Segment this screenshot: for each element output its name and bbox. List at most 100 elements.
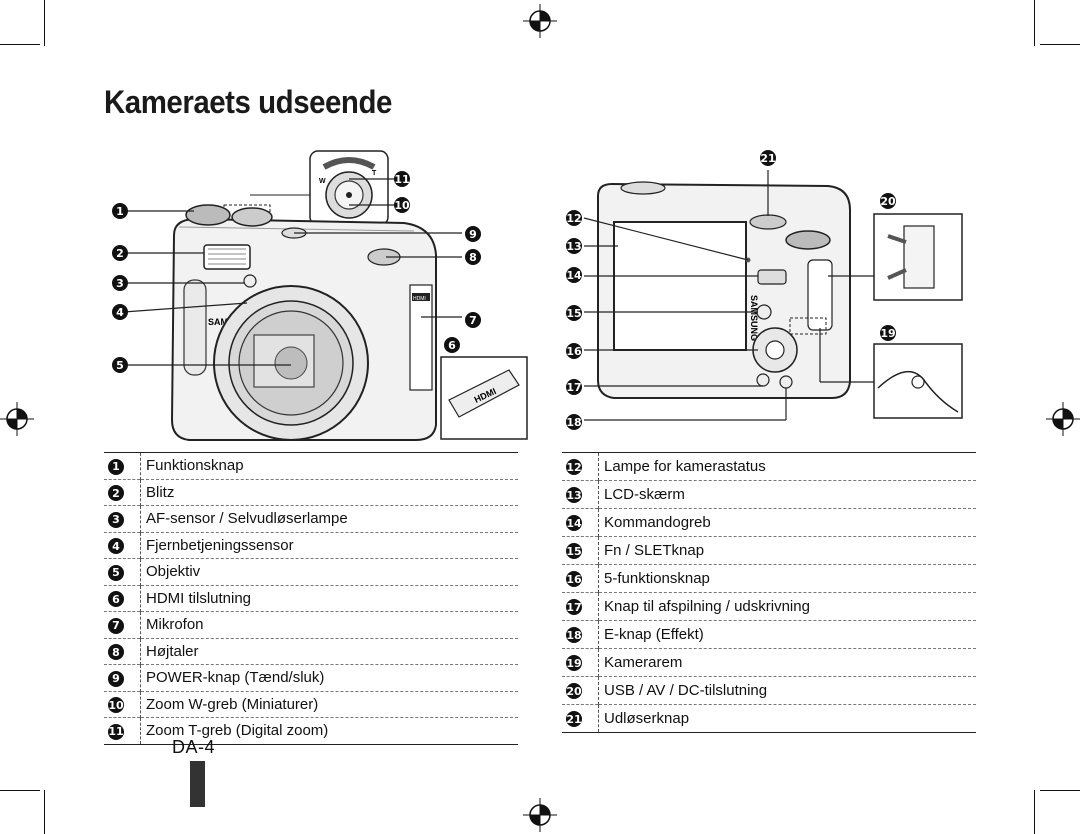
callout-9: 9	[465, 226, 481, 242]
table-row: 3 AF-sensor / Selvudløserlampe	[104, 505, 518, 532]
table-row: 15 Fn / SLETknap	[562, 536, 976, 565]
callout-16: 16	[566, 343, 582, 359]
registration-mark-icon	[1046, 402, 1080, 436]
part-number: 9	[108, 670, 124, 687]
part-number: 10	[108, 697, 124, 713]
part-number: 11	[108, 723, 124, 740]
crop-mark	[1034, 790, 1035, 834]
part-label: Kommandogreb	[598, 508, 976, 537]
table-row: 17 Knap til afspilning / udskrivning	[562, 592, 976, 621]
part-label: HDMI tilslutning	[140, 585, 518, 612]
callout-5: 5	[112, 357, 128, 373]
part-label: Højtaler	[140, 638, 518, 665]
callout-18: 18	[566, 414, 582, 430]
part-label: Lampe for kamerastatus	[598, 452, 976, 481]
callout-6: 6	[444, 337, 460, 353]
crop-mark	[1040, 44, 1080, 45]
callout-21: 21	[760, 150, 776, 166]
table-row: 18 E-knap (Effekt)	[562, 620, 976, 649]
part-label: Fn / SLETknap	[598, 536, 976, 565]
part-number: 3	[108, 511, 124, 528]
part-number: 8	[108, 644, 124, 660]
table-row: 5 Objektiv	[104, 558, 518, 585]
crop-mark	[1040, 790, 1080, 791]
part-label: Udløserknap	[598, 704, 976, 733]
table-row: 2 Blitz	[104, 479, 518, 506]
page-number: DA-4	[172, 737, 216, 757]
part-number: 17	[566, 599, 582, 616]
callout-7: 7	[465, 312, 481, 328]
callout-10: 10	[394, 197, 410, 213]
part-label: E-knap (Effekt)	[598, 620, 976, 649]
table-row: 13 LCD-skærm	[562, 480, 976, 509]
part-number: 13	[566, 487, 582, 504]
part-label: Blitz	[140, 479, 518, 506]
part-number: 19	[566, 655, 582, 672]
crop-mark	[44, 790, 45, 834]
callout-13: 13	[566, 238, 582, 254]
table-row: 14 Kommandogreb	[562, 508, 976, 537]
page-title: Kameraets udseende	[104, 84, 392, 120]
registration-mark-icon	[0, 402, 34, 436]
registration-mark-icon	[523, 798, 557, 832]
callout-3: 3	[112, 275, 128, 291]
part-label: Funktionsknap	[140, 452, 518, 479]
callout-17: 17	[566, 379, 582, 395]
part-label: AF-sensor / Selvudløserlampe	[140, 505, 518, 532]
part-number: 21	[566, 711, 582, 728]
part-label: Mikrofon	[140, 611, 518, 638]
callout-1: 1	[112, 203, 128, 219]
part-number: 6	[108, 591, 124, 607]
part-label: Fjernbetjeningssensor	[140, 532, 518, 559]
part-label: 5-funktionsknap	[598, 564, 976, 593]
part-number: 4	[108, 538, 124, 554]
crop-mark	[0, 44, 40, 45]
part-number: 16	[566, 571, 582, 588]
part-label: Zoom W-greb (Miniaturer)	[140, 691, 518, 718]
parts-table-left: 1 Funktionsknap 2 Blitz 3 AF-sensor / Selvu…	[104, 452, 518, 745]
part-label: POWER-knap (Tænd/sluk)	[140, 664, 518, 691]
camera-back-illustration: SAMSUNG	[583, 170, 963, 421]
table-row: 11 Zoom T-greb (Digital zoom)	[104, 717, 518, 744]
callout-12: 12	[566, 210, 582, 226]
part-number: 7	[108, 617, 124, 634]
part-number: 18	[566, 627, 582, 644]
callout-8: 8	[465, 249, 481, 265]
part-number: 14	[566, 515, 582, 532]
part-label: Kamerarem	[598, 648, 976, 677]
callout-14: 14	[566, 267, 582, 283]
part-label: Knap til afspilning / udskrivning	[598, 592, 976, 621]
table-row: 20 USB / AV / DC-tilslutning	[562, 676, 976, 705]
callout-15: 15	[566, 305, 582, 321]
table-row: 7 Mikrofon	[104, 611, 518, 638]
table-row: 16 5-funktionsknap	[562, 564, 976, 593]
part-number: 20	[566, 683, 582, 700]
part-number: 15	[566, 543, 582, 560]
registration-mark-icon	[523, 4, 557, 38]
table-row: 12 Lampe for kamerastatus	[562, 452, 976, 481]
part-label: USB / AV / DC-tilslutning	[598, 676, 976, 705]
part-number: 2	[108, 485, 124, 501]
crop-mark	[44, 0, 45, 46]
zoom-w-label: W	[319, 178, 326, 185]
hdmi-door-label: HDMI	[413, 296, 426, 302]
crop-mark	[0, 790, 40, 791]
part-label: LCD-skærm	[598, 480, 976, 509]
part-number: 12	[566, 459, 582, 476]
part-label: Zoom T-greb (Digital zoom)	[140, 717, 518, 744]
part-number: 5	[108, 564, 124, 581]
table-row: 1 Funktionsknap	[104, 452, 518, 479]
camera-front-illustration: W T SAMSUNG HDMI HDMI	[123, 150, 528, 441]
table-row: 4 Fjernbetjeningssensor	[104, 532, 518, 559]
table-row: 6 HDMI tilslutning	[104, 585, 518, 612]
table-row: 21 Udløserknap	[562, 704, 976, 733]
brand-label-back: SAMSUNG	[749, 295, 759, 341]
table-row: 8 Højtaler	[104, 638, 518, 665]
table-row: 9 POWER-knap (Tænd/sluk)	[104, 664, 518, 691]
table-row: 10 Zoom W-greb (Miniaturer)	[104, 691, 518, 718]
part-number: 1	[108, 458, 124, 475]
part-label: Objektiv	[140, 558, 518, 585]
callout-11: 11	[394, 171, 410, 187]
callout-2: 2	[112, 245, 128, 261]
